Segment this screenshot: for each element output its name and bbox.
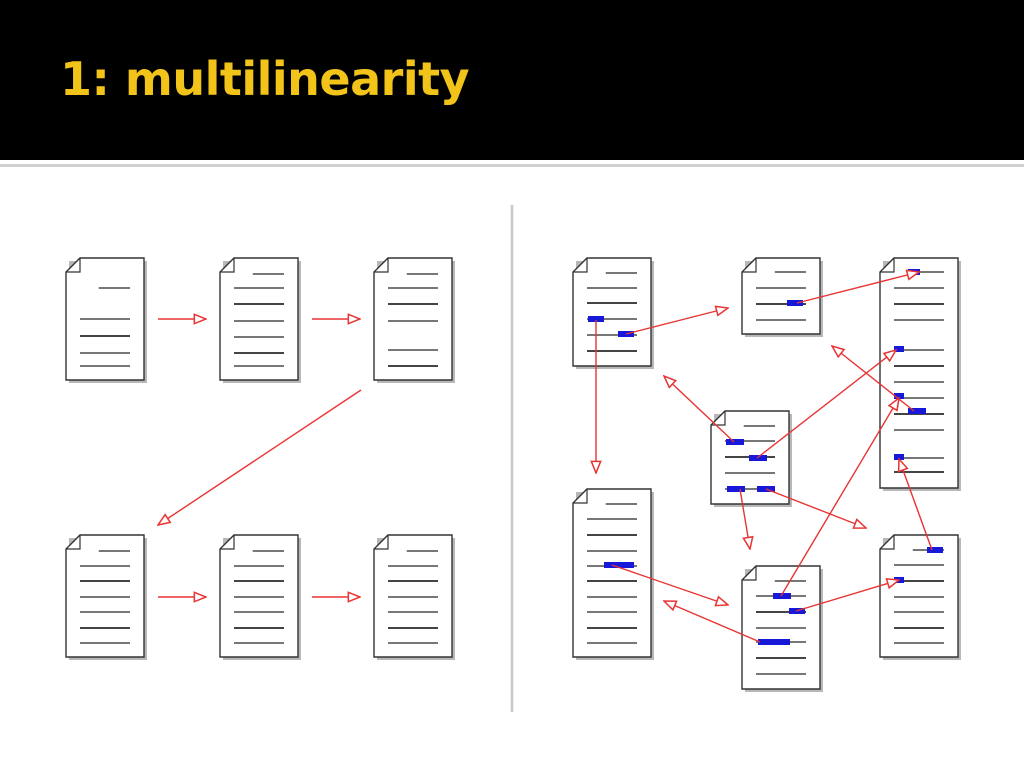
linear-page-4 <box>65 534 147 660</box>
link-arrow <box>611 564 728 605</box>
page-fold <box>742 258 757 273</box>
linear-page-2 <box>219 257 301 383</box>
page-outline <box>741 257 821 335</box>
title-divider <box>0 164 1024 167</box>
page-fold <box>220 258 235 273</box>
linear-page-3 <box>373 257 455 383</box>
link-anchor <box>894 454 904 460</box>
link-arrow <box>795 580 899 612</box>
page-outline <box>219 257 299 381</box>
hyper-page-c <box>879 257 961 491</box>
link-arrow <box>158 389 362 525</box>
page-fold <box>374 258 389 273</box>
link-anchor <box>588 316 604 322</box>
link-arrow <box>625 308 728 335</box>
link-anchor <box>787 300 803 306</box>
link-anchor <box>727 486 745 492</box>
hyper-page-b <box>741 257 823 337</box>
link-anchor <box>894 346 904 352</box>
link-anchor <box>758 639 790 645</box>
page-outline <box>572 488 652 658</box>
page-fold <box>880 258 895 273</box>
page-fold <box>66 258 81 273</box>
link-arrow <box>739 488 750 549</box>
link-arrow <box>780 398 899 597</box>
hyper-page-e <box>572 488 654 660</box>
link-anchor <box>927 547 943 553</box>
linear-page-5 <box>219 534 301 660</box>
link-arrow <box>832 346 915 412</box>
hyper-page-g <box>879 534 961 660</box>
hyper-page-a <box>572 257 654 369</box>
linear-page-1 <box>65 257 147 383</box>
page-fold <box>573 258 588 273</box>
page-fold <box>880 535 895 550</box>
link-anchor <box>908 408 926 414</box>
page-fold <box>374 535 389 550</box>
link-arrow <box>899 459 933 551</box>
title-bar <box>0 0 1024 160</box>
link-anchor <box>773 593 791 599</box>
page-fold <box>66 535 81 550</box>
link-anchor <box>726 439 744 445</box>
link-anchor <box>894 393 904 399</box>
slide-title: 1: multilinearity <box>60 52 470 106</box>
page-fold <box>220 535 235 550</box>
link-arrow <box>664 601 761 643</box>
linear-page-6 <box>373 534 455 660</box>
page-outline <box>879 257 959 489</box>
link-arrow <box>796 272 919 304</box>
page-fold <box>742 566 757 581</box>
link-arrow <box>756 350 896 459</box>
link-arrow <box>664 376 735 443</box>
link-anchor <box>604 562 634 568</box>
page-outline <box>373 257 453 381</box>
link-arrow <box>765 488 866 528</box>
page-fold <box>573 489 588 504</box>
hyper-page-f <box>741 565 823 692</box>
page-outline <box>572 257 652 367</box>
